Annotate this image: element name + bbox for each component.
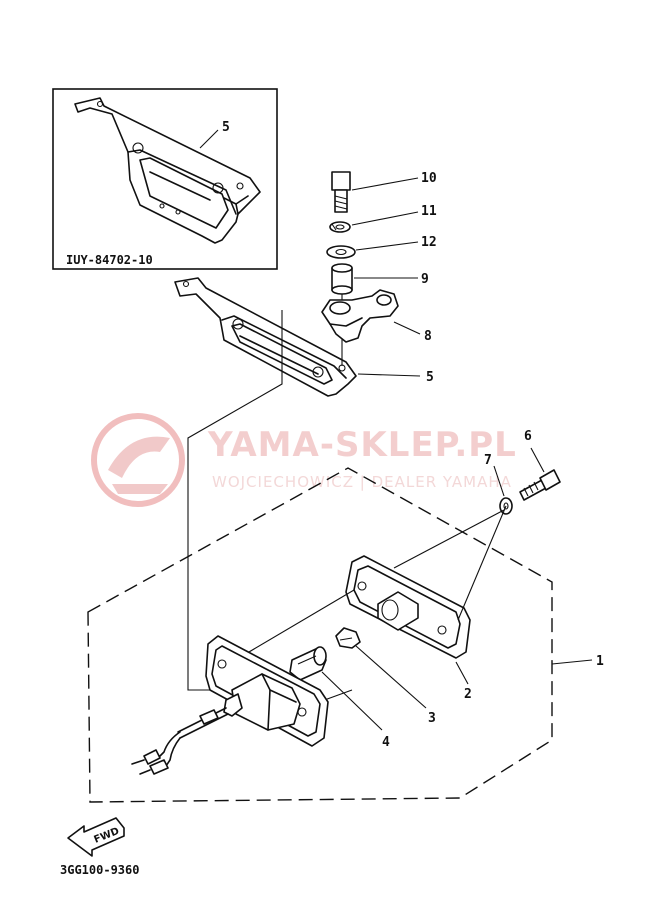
callout-lock-washer: 11 — [421, 204, 437, 219]
screw-icon — [519, 469, 561, 501]
callout-small-washer: 7 — [484, 453, 492, 468]
leader-lens — [455, 661, 469, 685]
guide-line-d — [457, 505, 507, 621]
watermark-title: YAMA-SKLEP.PL — [207, 425, 517, 465]
leader-screw — [530, 447, 545, 473]
watermark-subtitle: WOJCIECHOWICZ | DEALER YAMAHA — [212, 473, 512, 491]
bolt-icon — [331, 171, 351, 213]
callout-lamp-assembly: 1 — [596, 654, 604, 669]
callout-collar: 9 — [421, 272, 429, 287]
collar-icon — [331, 263, 353, 295]
leader-lock-washer — [351, 211, 419, 226]
assembly-outline — [87, 467, 553, 803]
guide-line-a — [231, 589, 355, 663]
bulb-icon — [335, 627, 361, 649]
callout-inset-bracket: 5 — [222, 120, 230, 135]
callout-bulb: 3 — [428, 711, 436, 726]
leader-bracket-arm — [393, 321, 421, 335]
inset-bracket-icon — [74, 97, 261, 244]
assembly-guide-line — [187, 310, 283, 691]
watermark-logo-icon — [91, 413, 185, 507]
callout-washer: 12 — [421, 235, 437, 250]
watermark: YAMA-SKLEP.PL WOJCIECHOWICZ | DEALER YAM… — [91, 413, 517, 507]
washer-icon — [326, 245, 356, 259]
inset-leader — [199, 129, 219, 149]
callout-bracket: 5 — [426, 370, 434, 385]
lamp-base-icon — [205, 635, 329, 747]
leader-small-washer — [493, 465, 505, 497]
socket-icon — [289, 646, 327, 681]
leader-bulb — [355, 645, 427, 709]
inset-box: 5 IUY-84702-10 — [52, 88, 278, 270]
callout-screw: 6 — [524, 429, 532, 444]
inset-code: IUY-84702-10 — [66, 253, 153, 267]
callout-lens: 2 — [464, 687, 472, 702]
leader-socket — [321, 671, 383, 731]
lock-washer-icon — [329, 221, 351, 233]
bracket-icon — [174, 277, 357, 397]
callout-socket: 4 — [382, 735, 390, 750]
guide-line-c — [393, 509, 505, 569]
leader-bolt — [351, 177, 419, 191]
leader-bracket — [357, 373, 421, 377]
fwd-arrow-icon: FWD — [67, 817, 125, 857]
figure-code: 3GG100-9360 — [60, 863, 139, 877]
bracket-arm-icon — [321, 289, 399, 343]
wire-harness-icon — [131, 707, 229, 775]
leader-lamp-assembly — [551, 659, 593, 665]
lens-icon — [345, 555, 471, 659]
callout-bolt: 10 — [421, 171, 437, 186]
leader-washer — [355, 241, 419, 251]
callout-bracket-arm: 8 — [424, 329, 432, 344]
